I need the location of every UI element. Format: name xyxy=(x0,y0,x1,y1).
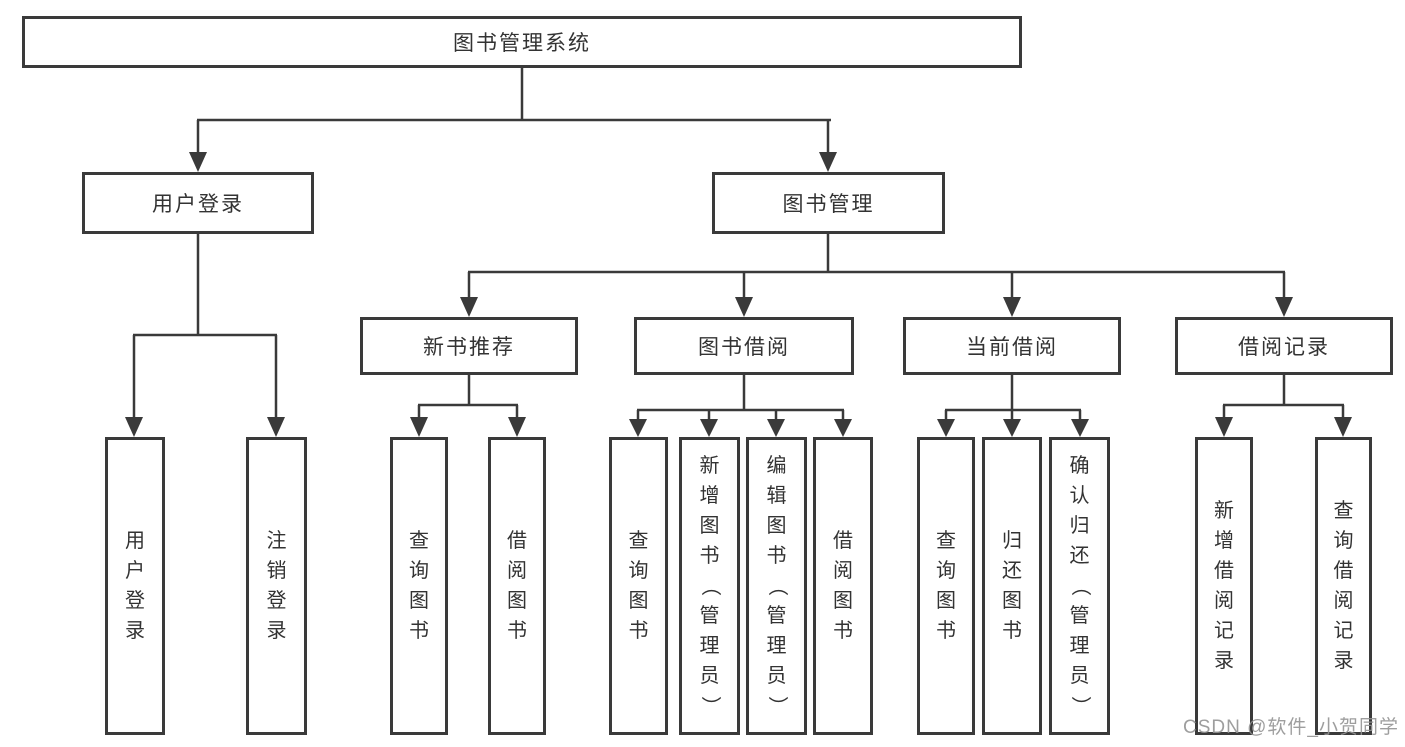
leaf-query-books-1: 查询图书 xyxy=(390,437,448,735)
csdn-watermark: CSDN @软件_小贺同学 xyxy=(1183,717,1399,738)
leaf-query-borrow-record-label: 查询借阅记录 xyxy=(1333,500,1354,672)
node-user-login: 用户登录 xyxy=(82,172,314,234)
node-book-management: 图书管理 xyxy=(712,172,945,234)
tree-branch-lines xyxy=(132,68,1345,421)
leaf-return-books: 归还图书 xyxy=(982,437,1042,735)
leaf-add-borrow-record: 新增借阅记录 xyxy=(1195,437,1253,735)
leaf-add-borrow-record-label: 新增借阅记录 xyxy=(1214,500,1234,672)
leaf-borrow-books-1: 借阅图书 xyxy=(488,437,546,735)
leaf-query-borrow-record: 查询借阅记录 xyxy=(1315,437,1372,735)
node-current-borrow: 当前借阅 xyxy=(903,317,1121,375)
node-book-borrow: 图书借阅 xyxy=(634,317,854,375)
leaf-add-books-label: 新增图书（管理员） xyxy=(698,455,721,716)
leaf-confirm-return-label: 确认归还（管理员） xyxy=(1068,455,1091,716)
node-borrow-records: 借阅记录 xyxy=(1175,317,1393,375)
leaf-user-login: 用户登录 xyxy=(105,437,165,735)
leaf-edit-books: 编辑图书（管理员） xyxy=(746,437,807,735)
leaf-query-books-2: 查询图书 xyxy=(609,437,668,735)
node-current-borrow-label: 当前借阅 xyxy=(966,336,1058,359)
leaf-user-login-label: 用户登录 xyxy=(125,530,145,642)
node-new-book-recommend: 新书推荐 xyxy=(360,317,578,375)
leaf-logout: 注销登录 xyxy=(246,437,307,735)
leaf-add-books: 新增图书（管理员） xyxy=(679,437,740,735)
leaf-edit-books-label: 编辑图书（管理员） xyxy=(765,455,788,716)
node-book-management-label: 图书管理 xyxy=(782,193,875,216)
node-borrow-records-label: 借阅记录 xyxy=(1238,336,1330,359)
leaf-logout-label: 注销登录 xyxy=(266,530,287,642)
leaf-borrow-books-1-label: 借阅图书 xyxy=(507,530,527,642)
node-new-book-recommend-label: 新书推荐 xyxy=(423,336,515,359)
leaf-query-books-3: 查询图书 xyxy=(917,437,975,735)
leaf-return-books-label: 归还图书 xyxy=(1002,530,1022,642)
leaf-borrow-books-2: 借阅图书 xyxy=(813,437,873,735)
leaf-query-books-3-label: 查询图书 xyxy=(936,530,956,642)
node-book-borrow-label: 图书借阅 xyxy=(698,336,790,359)
node-root: 图书管理系统 xyxy=(22,16,1022,68)
leaf-borrow-books-2-label: 借阅图书 xyxy=(833,530,853,642)
node-root-label: 图书管理系统 xyxy=(453,32,591,55)
node-user-login-label: 用户登录 xyxy=(152,193,244,216)
leaf-confirm-return: 确认归还（管理员） xyxy=(1049,437,1110,735)
leaf-query-books-2-label: 查询图书 xyxy=(628,530,649,642)
leaf-query-books-1-label: 查询图书 xyxy=(409,530,429,642)
